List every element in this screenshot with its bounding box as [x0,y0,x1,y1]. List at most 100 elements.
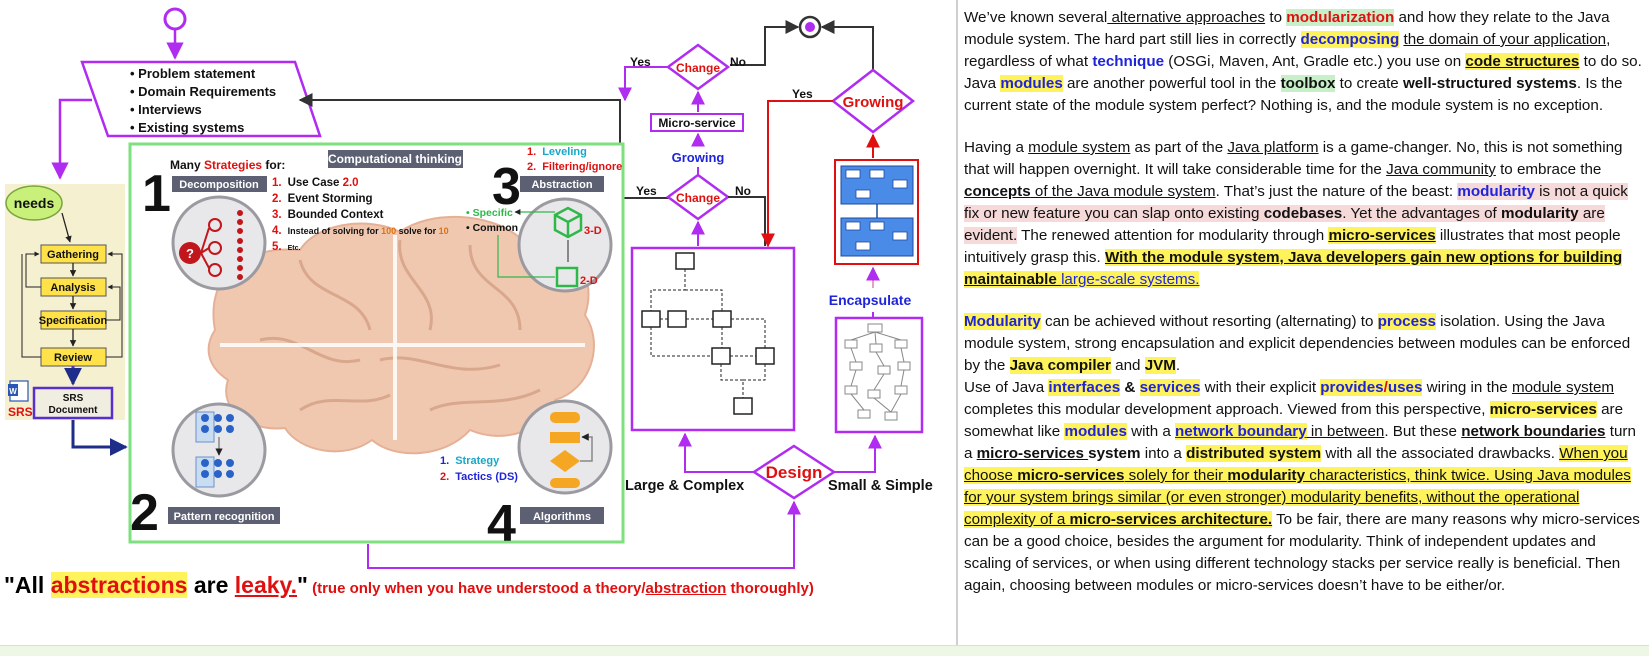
text-segment: . [1175,357,1181,374]
text-segment: and [1110,357,1145,374]
text-segment: . Is the current state of the module sys… [964,75,1623,114]
inputs-to-needs-arrow [51,98,92,180]
text-segment: / [1383,379,1388,396]
decomposition-icon: ? [171,195,267,291]
large-complex-label: Large & Complex [625,478,744,494]
text-segment: micro-services [976,445,1089,462]
text-segment: toolbox [1280,75,1336,92]
text-segment: with all the associated drawbacks. [1321,445,1560,462]
specific-label: • Specific [466,207,513,219]
word-doc-icon: W [8,380,29,402]
svg-text:W: W [9,387,17,396]
algorithm-list-item: 2.Tactics (DS) [440,471,518,483]
quote-note: (true only when you have understood a th… [307,580,646,597]
yes-label: Yes [792,87,813,101]
design-label: Design [766,463,823,482]
srs-step: Gathering [47,249,99,261]
text-segment: modularity [1457,183,1535,200]
srs-step: Analysis [50,282,95,294]
input-item: • Domain Requirements [130,84,276,99]
text-segment: services [1139,379,1201,396]
text-segment: Java compiler [1009,357,1111,374]
quote-open: "All [4,572,51,598]
bottom-strip [0,645,1649,656]
text-segment: We’ve known several [964,9,1108,26]
pattern-label: Pattern recognition [174,511,275,523]
text-panel: We’ve known several alternative approach… [956,0,1646,645]
srs-step: Specification [39,315,108,327]
text-segment: module system [1511,379,1615,396]
quote-note-end: thoroughly) [726,580,814,597]
growing-label-left: Growing [672,150,725,165]
input-item: • Existing systems [130,120,244,135]
svg-text:• Interviews: • Interviews [130,102,202,117]
algorithm-icon [517,399,613,495]
text-segment: modules [1064,423,1127,440]
no-label: No [735,184,751,198]
text-segment: . But these [1384,423,1462,440]
text-segment: with a [1126,423,1176,440]
paragraph-micro-services: Use of Java interfaces & services with t… [964,377,1642,597]
common-label: • Common [466,222,518,234]
text-segment: are another powerful tool in the [1062,75,1281,92]
svg-text:4.Instead of solving for 100 s: 4.Instead of solving for 100 solve for 1… [272,225,449,237]
algorithm-list-item: 1.Strategy [440,455,500,467]
srs-icon-label: SRS [8,405,33,419]
text-segment: modularization [1286,9,1395,26]
paragraph-modularization: We’ve known several alternative approach… [964,7,1642,117]
decomposition-label: Decomposition [179,179,259,191]
text-segment: code structures [1465,53,1580,70]
text-segment: of the Java module system [1030,183,1216,200]
pattern-icon [171,402,267,498]
srs-doc-line2: Document [49,405,99,416]
text-segment: codebases [1263,205,1343,222]
srs-step: Review [54,352,92,364]
svg-text:3.Bounded Context: 3.Bounded Context [272,209,384,221]
srs-doc-line1: SRS [63,393,84,404]
text-segment: process [1377,313,1436,330]
quote-abstractions: abstractions [50,572,188,598]
module-block [840,165,914,257]
change-label-bottom: Change [676,191,720,205]
quote-are: are [187,572,235,598]
text-segment: Java community [1386,161,1496,178]
text-segment: Use of Java [964,379,1049,396]
micro-service-box: Micro-service [658,116,736,130]
text-segment: technique [1092,53,1165,70]
text-segment: distributed system [1186,445,1322,462]
text-segment: wiring in the [1422,379,1512,396]
text-segment: into a [1140,445,1187,462]
yes-label: Yes [630,55,651,69]
abstraction-icon: 3-D 2-D [517,197,613,293]
text-segment: with their explicit [1200,379,1321,396]
text-segment: are somewhat like [964,401,1624,440]
input-item: • Problem statement [130,66,256,81]
text-segment: large-scale systems. [1061,271,1200,288]
small-simple-label: Small & Simple [828,478,933,494]
paragraph-module-system: Having a module system as part of the Ja… [964,137,1642,291]
growing-label-right: Growing [843,94,904,111]
text-segment: uses [1387,379,1423,396]
input-item: • Interviews [130,102,202,117]
text-segment: network boundaries [1461,423,1606,440]
text-segment: completes this modular development appro… [964,401,1490,418]
inputs-parallelogram: • Problem statement • Domain Requirement… [80,60,322,138]
needs-label: needs [14,195,55,211]
svg-text:5.Etc.: 5.Etc. [272,241,300,253]
text-segment: To be fair, there are many reasons why m… [964,511,1640,594]
yes-label: Yes [636,184,657,198]
text-segment: provides [1320,379,1384,396]
svg-text:• Problem statement: • Problem statement [130,66,256,81]
text-segment: . That’s just the nature of the beast: [1215,183,1458,200]
text-segment: network boundary [1175,423,1307,440]
text-segment: the domain of your application [1403,31,1607,48]
text-segment: modules [1000,75,1063,92]
text-segment: to do so. Java [964,53,1642,92]
no-label: No [730,55,746,69]
svg-text:?: ? [186,246,194,261]
text-segment: module system [1028,139,1131,156]
text-segment: system [1088,445,1141,462]
small-simple-diagram [844,323,911,421]
text-segment: interfaces [1048,379,1121,396]
quote-note-abstraction: abstraction [645,580,727,597]
